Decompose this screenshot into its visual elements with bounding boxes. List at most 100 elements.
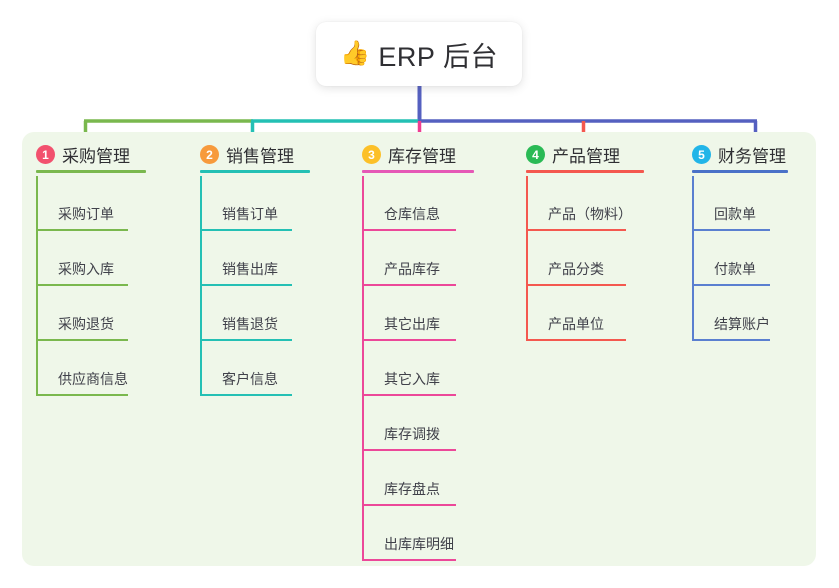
branch-item-label: 结算账户	[714, 316, 770, 332]
branch-item-underline	[200, 394, 292, 396]
branch-item[interactable]: 回款单	[692, 176, 780, 231]
branch-item-label: 产品分类	[548, 261, 604, 277]
branch-title: 销售管理	[226, 147, 294, 166]
branch-item[interactable]: 销售出库	[200, 231, 302, 286]
branch-item-stem	[200, 231, 202, 286]
branch-item-stem	[200, 286, 202, 341]
branch-item-stem	[36, 286, 38, 341]
branch-item-underline	[200, 339, 292, 341]
branch-item-underline	[200, 229, 292, 231]
branch-item-label: 回款单	[714, 206, 756, 222]
branch-item[interactable]: 采购订单	[36, 176, 138, 231]
branch-item-underline	[36, 229, 128, 231]
branch-item-stem	[362, 286, 364, 341]
branch-item-underline	[692, 229, 770, 231]
branch-item-stem	[692, 231, 694, 286]
branch-header-1[interactable]: 1 采购管理	[36, 142, 130, 167]
branch-item-underline	[36, 284, 128, 286]
branch-item[interactable]: 产品（物料）	[526, 176, 636, 231]
branch-item-stem	[692, 176, 694, 231]
branch-item-label: 产品库存	[384, 261, 440, 277]
branch-item-underline	[362, 339, 456, 341]
branch-item[interactable]: 仓库信息	[362, 176, 466, 231]
root-title-text: ERP 后台	[378, 41, 498, 72]
branch-header-2[interactable]: 2 销售管理	[200, 142, 294, 167]
branch-number-badge: 3	[362, 145, 381, 164]
branch-item-stem	[692, 286, 694, 341]
branch-item-label: 其它入库	[384, 371, 440, 387]
branch-item[interactable]: 产品库存	[362, 231, 466, 286]
branch-item-label: 客户信息	[222, 371, 278, 387]
branch-item-underline	[36, 394, 128, 396]
branch-item-label: 其它出库	[384, 316, 440, 332]
branch-item[interactable]: 其它入库	[362, 341, 466, 396]
branch-item[interactable]: 客户信息	[200, 341, 302, 396]
branch-item[interactable]: 产品分类	[526, 231, 636, 286]
branch-header-4[interactable]: 4 产品管理	[526, 142, 620, 167]
branch-item[interactable]: 库存调拨	[362, 396, 466, 451]
branch-item[interactable]: 产品单位	[526, 286, 636, 341]
branch-item[interactable]: 销售订单	[200, 176, 302, 231]
branch-item-stem	[200, 176, 202, 231]
branch-item-stem	[526, 231, 528, 286]
branch-item-underline	[36, 339, 128, 341]
branch-item-label: 库存盘点	[384, 481, 440, 497]
branch-item-stem	[526, 286, 528, 341]
branch-item-underline	[362, 504, 456, 506]
branch-item[interactable]: 供应商信息	[36, 341, 138, 396]
branch-item-label: 采购订单	[58, 206, 114, 222]
branch-item-underline	[692, 284, 770, 286]
branches-panel: 1 采购管理采购订单采购入库采购退货供应商信息 2 销售管理销售订单销售出库销售退货客…	[22, 132, 816, 566]
branch-item-stem	[200, 341, 202, 396]
branch-item-underline	[362, 284, 456, 286]
branch-item-underline	[526, 284, 626, 286]
branch-item-stem	[362, 341, 364, 396]
branch-number-badge: 4	[526, 145, 545, 164]
branch-item[interactable]: 库存盘点	[362, 451, 466, 506]
branch-item-underline	[526, 229, 626, 231]
branch-item-label: 销售订单	[222, 206, 278, 222]
branch-item-stem	[526, 176, 528, 231]
branch-title: 采购管理	[62, 147, 130, 166]
branch-header-underline	[692, 170, 788, 173]
branch-header-5[interactable]: 5 财务管理	[692, 142, 786, 167]
branch-item[interactable]: 其它出库	[362, 286, 466, 341]
branch-number-badge: 5	[692, 145, 711, 164]
branch-item-label: 产品单位	[548, 316, 604, 332]
branch-item-stem	[36, 231, 38, 286]
branch-header-underline	[362, 170, 474, 173]
branch-item-label: 供应商信息	[58, 371, 128, 387]
branch-item-stem	[362, 176, 364, 231]
branch-item-underline	[692, 339, 770, 341]
branch-number-badge: 1	[36, 145, 55, 164]
branch-item-label: 库存调拨	[384, 426, 440, 442]
branch-item[interactable]: 采购入库	[36, 231, 138, 286]
branch-item-label: 采购入库	[58, 261, 114, 277]
branch-item-stem	[362, 396, 364, 451]
branch-item[interactable]: 结算账户	[692, 286, 780, 341]
branch-item-label: 销售出库	[222, 261, 278, 277]
branch-item-underline	[200, 284, 292, 286]
branch-item-underline	[362, 394, 456, 396]
branch-item-stem	[36, 176, 38, 231]
branch-item[interactable]: 出库库明细	[362, 506, 466, 561]
branch-item-underline	[362, 559, 456, 561]
branch-item[interactable]: 采购退货	[36, 286, 138, 341]
branch-title: 财务管理	[718, 147, 786, 166]
branch-header-underline	[36, 170, 146, 173]
branch-number-badge: 2	[200, 145, 219, 164]
branch-header-underline	[200, 170, 310, 173]
branch-item-label: 仓库信息	[384, 206, 440, 222]
branch-item-underline	[362, 449, 456, 451]
branch-title: 产品管理	[552, 147, 620, 166]
branch-item-underline	[526, 339, 626, 341]
branch-item-stem	[362, 451, 364, 506]
branch-item-label: 产品（物料）	[548, 206, 632, 222]
branch-item-label: 出库库明细	[384, 536, 454, 552]
root-node-card[interactable]: 👍 ERP 后台	[316, 22, 522, 86]
branch-item[interactable]: 付款单	[692, 231, 780, 286]
branch-item-stem	[362, 231, 364, 286]
branch-item[interactable]: 销售退货	[200, 286, 302, 341]
